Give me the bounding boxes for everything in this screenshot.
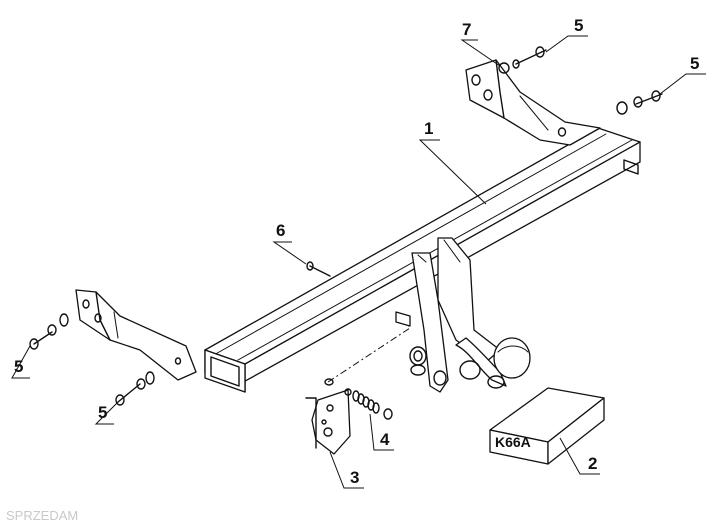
- spring-bolt-part-4: [324, 378, 393, 420]
- callout-7: 7: [462, 20, 471, 39]
- callout-4: 4: [380, 430, 390, 449]
- leader-lines: [11, 35, 706, 489]
- mount-block: [395, 311, 411, 327]
- callout-5-right-top: 5: [574, 16, 583, 35]
- callout-3: 3: [350, 468, 359, 487]
- callout-6: 6: [276, 221, 285, 240]
- bolt-part-6: [306, 261, 331, 277]
- bolt-set-right-side: [616, 90, 663, 115]
- socket-plate-part-3: [305, 389, 351, 455]
- left-bracket: [75, 289, 197, 381]
- callout-5-left-upper: 5: [14, 357, 23, 376]
- right-bracket: [465, 59, 601, 146]
- callout-5-right-side: 5: [690, 54, 699, 73]
- callout-1: 1: [424, 119, 433, 138]
- watermark-text: SPRZEDAM: [6, 508, 78, 523]
- bolt-set-left-lower: [115, 371, 155, 406]
- callout-5-left-lower: 5: [98, 403, 107, 422]
- bolt-set-left-upper: [29, 313, 69, 350]
- kit-box-part-2: K66A: [489, 387, 605, 465]
- kit-box-label: K66A: [495, 434, 531, 450]
- callout-2: 2: [588, 454, 597, 473]
- bolt-set-right-top: [498, 46, 547, 74]
- tow-neck-assembly: [409, 237, 531, 393]
